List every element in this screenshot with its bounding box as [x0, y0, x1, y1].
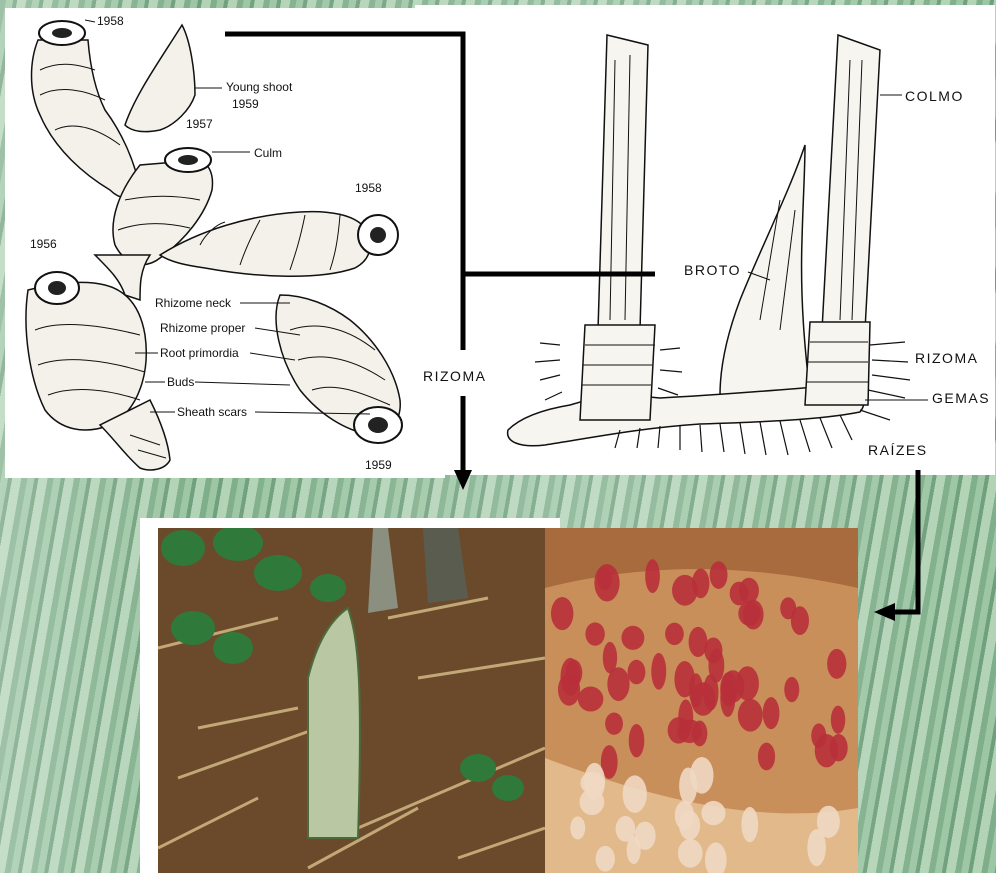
arrow-down-icon — [454, 470, 472, 490]
broto-label: BROTO — [684, 262, 741, 278]
rizoma-right-label: RIZOMA — [915, 350, 978, 366]
rhizome-buds-photo — [545, 528, 858, 873]
gemas-label: GEMAS — [932, 390, 990, 406]
arrow-left-icon — [874, 603, 895, 621]
culm-right-drawing — [822, 35, 880, 330]
culm-left-drawing — [598, 35, 648, 330]
bamboo-shoot-photo — [158, 528, 545, 873]
raizes-label: RAÍZES — [868, 442, 928, 458]
rizoma-connector-label: RIZOMA — [423, 368, 486, 384]
colmo-label: COLMO — [905, 88, 964, 104]
